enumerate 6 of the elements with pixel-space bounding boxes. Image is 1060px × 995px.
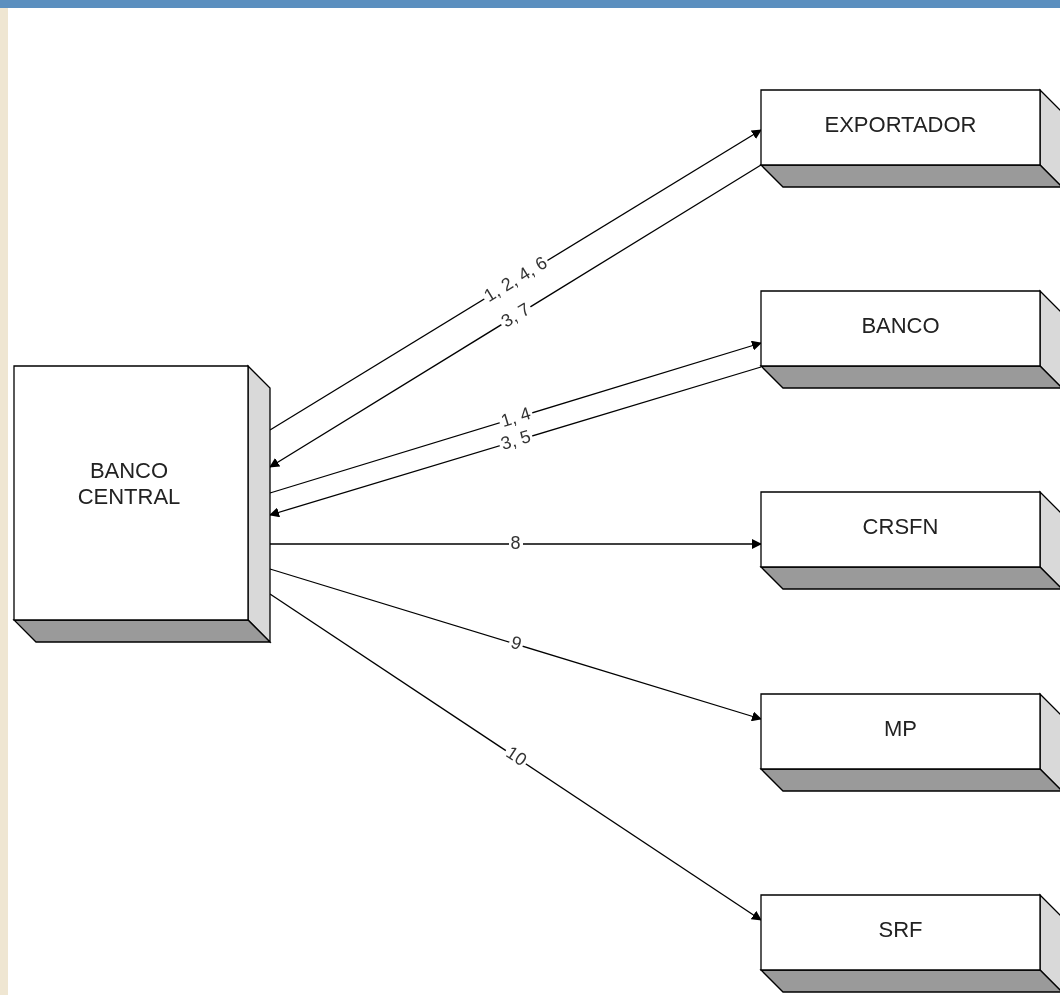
node-label: MP [883, 716, 918, 743]
node-label: SRF [877, 917, 924, 944]
node-label: EXPORTADOR [823, 112, 978, 139]
node-label: CRSFN [861, 514, 940, 541]
node-label: BANCO CENTRAL [76, 458, 182, 511]
node-label: BANCO [860, 313, 941, 340]
